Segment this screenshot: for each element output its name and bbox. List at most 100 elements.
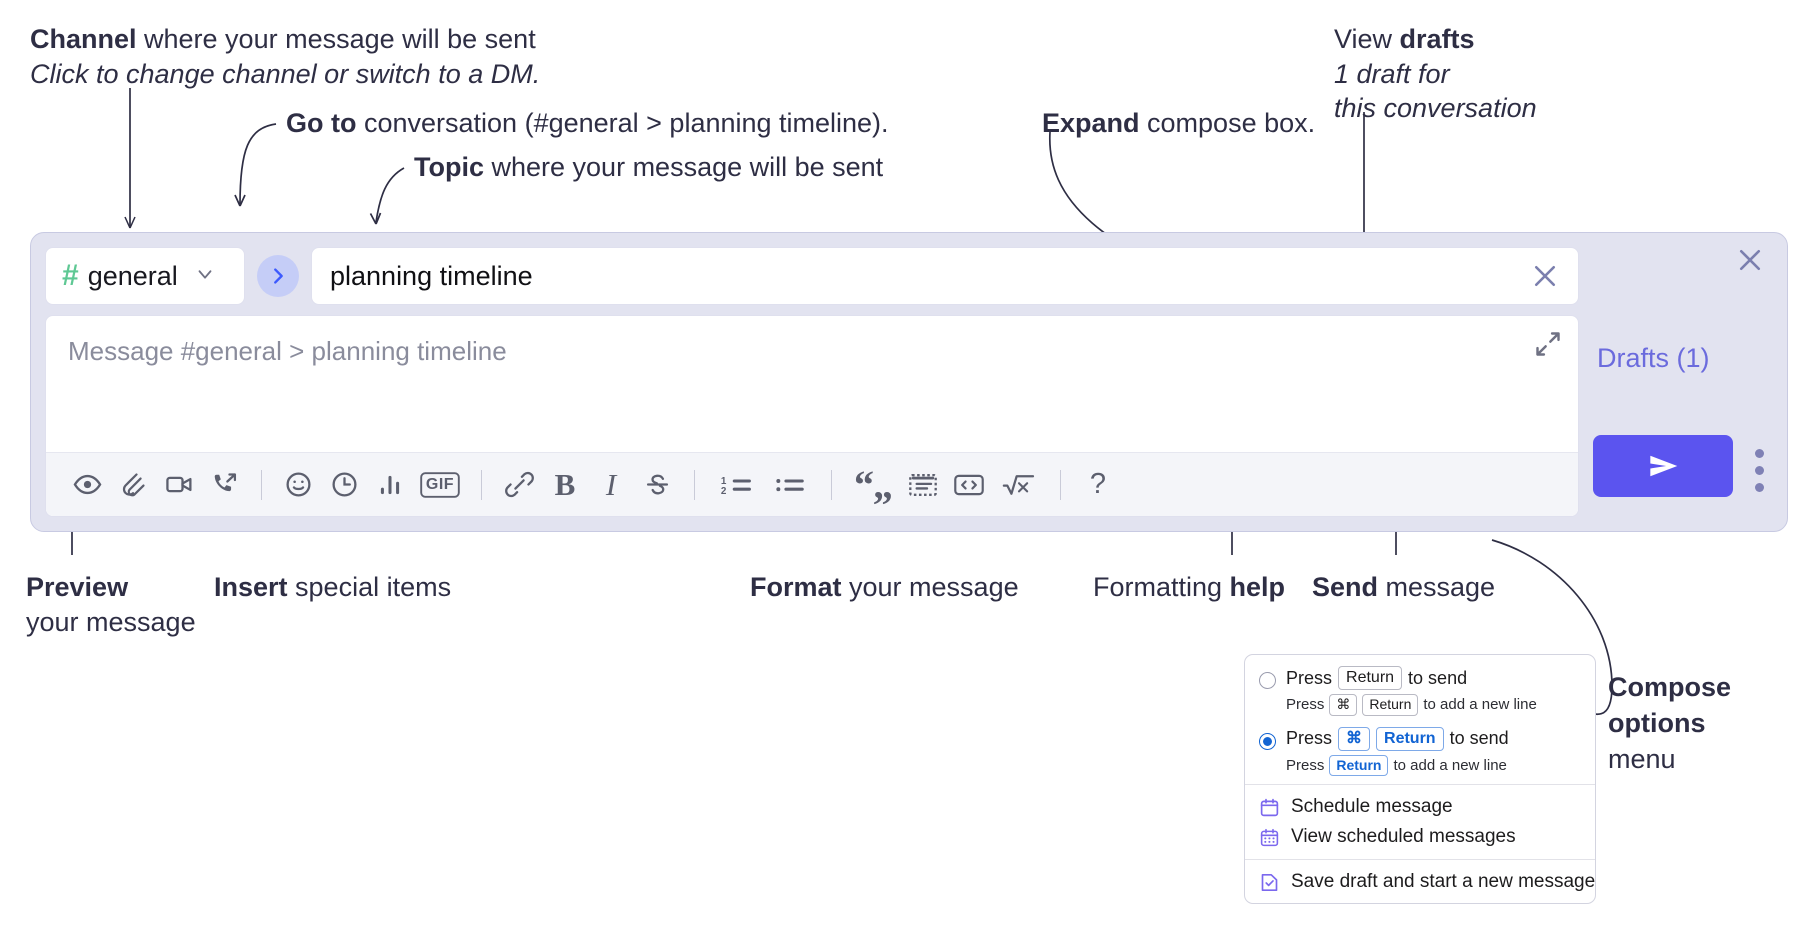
strikethrough-icon[interactable] — [634, 462, 680, 508]
annotation-format: Format your message — [750, 570, 1019, 605]
key-return: Return — [1376, 726, 1444, 751]
math-icon[interactable] — [992, 462, 1046, 508]
message-input-area[interactable]: Message #general > planning timeline — [46, 316, 1578, 452]
send-option-cmd-return[interactable]: Press ⌘ Return to send — [1245, 724, 1595, 751]
save-draft-icon — [1259, 872, 1280, 893]
compose-options-menu: Press Return to send Press ⌘ Return to a… — [1244, 654, 1596, 904]
annotation-drafts-italic1: 1 draft for — [1334, 58, 1450, 89]
annotation-channel-italic: Click to change channel or switch to a D… — [30, 58, 541, 89]
channel-label: general — [87, 260, 178, 291]
annotation-format-bold: Format — [750, 572, 842, 602]
drafts-link[interactable]: Drafts (1) — [1597, 343, 1710, 373]
ordered-list-icon[interactable]: 1 2 — [709, 462, 763, 508]
poll-icon[interactable] — [367, 462, 413, 508]
radio-button-selected[interactable] — [1259, 732, 1276, 750]
chevron-down-icon — [194, 263, 216, 290]
menu-divider — [1245, 784, 1595, 785]
annotation-help-bold: help — [1229, 572, 1286, 602]
option1-sub-press: Press — [1286, 696, 1325, 714]
annotation-channel: Channel where your message will be sent … — [30, 22, 540, 91]
option1-sub-tail: to add a new line — [1423, 696, 1537, 714]
annotation-compose-options-bold2: options — [1608, 707, 1706, 738]
blockquote-icon[interactable]: “„ — [854, 461, 893, 507]
more-vertical-icon — [1755, 466, 1764, 475]
channel-selector-button[interactable]: # general — [45, 247, 245, 305]
more-vertical-icon — [1755, 483, 1764, 492]
message-input-container: Message #general > planning timeline — [45, 315, 1579, 517]
paper-plane-icon — [1650, 455, 1678, 477]
topic-input[interactable]: planning timeline — [330, 260, 533, 291]
clock-icon[interactable] — [321, 462, 367, 508]
menu-item-save-draft[interactable]: Save draft and start a new message — [1245, 867, 1595, 897]
annotation-goto-bold: Go to — [286, 108, 357, 138]
key-return: Return — [1338, 666, 1403, 690]
send-option-return[interactable]: Press Return to send — [1245, 663, 1595, 690]
bold-icon[interactable]: B — [542, 462, 588, 508]
compose-right-column: Drafts (1) — [1579, 233, 1787, 531]
option2-tail: to send — [1449, 728, 1509, 748]
expand-icon[interactable] — [1534, 330, 1562, 358]
toolbar-divider — [481, 469, 482, 500]
annotation-send-bold: Send — [1312, 572, 1379, 602]
close-icon[interactable] — [1530, 261, 1560, 291]
annotation-preview-rest: your message — [26, 606, 196, 637]
option2-sub-tail: to add a new line — [1393, 756, 1507, 774]
radio-button[interactable] — [1259, 672, 1276, 689]
annotation-channel-bold: Channel — [30, 24, 137, 54]
gif-icon[interactable]: GIF — [413, 462, 467, 508]
close-icon[interactable] — [1735, 245, 1765, 275]
gif-label: GIF — [425, 475, 455, 493]
link-icon[interactable] — [496, 462, 542, 508]
help-glyph: ? — [1089, 468, 1107, 500]
code-snippet-icon[interactable] — [946, 462, 992, 508]
annotation-drafts: View drafts 1 draft for this conversatio… — [1334, 22, 1537, 126]
send-option-return-sub: Press ⌘ Return to add a new line — [1286, 694, 1595, 716]
annotation-send: Send message — [1312, 570, 1495, 605]
annotation-preview: Preview your message — [26, 570, 196, 639]
annotation-goto-rest: conversation (#general > planning timeli… — [356, 108, 889, 138]
send-button[interactable] — [1593, 435, 1733, 497]
annotation-drafts-bold: drafts — [1399, 24, 1475, 54]
formatting-toolbar: GIF B I — [46, 452, 1578, 516]
compose-header-row: # general planning timeline — [45, 247, 1579, 305]
annotation-help-plain: Formatting — [1093, 572, 1230, 602]
send-option-cmd-return-sub: Press Return to add a new line — [1286, 754, 1595, 776]
key-return: Return — [1329, 754, 1389, 776]
menu-item-label: Schedule message — [1291, 796, 1453, 817]
calendar-icon — [1259, 797, 1280, 818]
attachment-icon[interactable] — [110, 462, 156, 508]
preview-icon[interactable] — [64, 462, 110, 508]
message-placeholder: Message #general > planning timeline — [68, 336, 507, 366]
annotation-topic-bold: Topic — [414, 152, 484, 182]
compose-options-button[interactable] — [1755, 449, 1764, 500]
menu-item-schedule-message[interactable]: Schedule message — [1245, 792, 1595, 822]
emoji-icon[interactable] — [275, 462, 321, 508]
svg-text:1: 1 — [721, 475, 727, 486]
annotation-expand-rest: compose box. — [1139, 108, 1316, 138]
annotation-insert-rest: special items — [287, 572, 452, 602]
hash-icon: # — [62, 259, 79, 292]
bold-glyph: B — [554, 466, 576, 502]
italic-glyph: I — [605, 466, 617, 502]
code-block-icon[interactable] — [900, 462, 946, 508]
annotation-goto: Go to conversation (#general > planning … — [286, 106, 889, 141]
video-clip-icon[interactable] — [156, 462, 202, 508]
audio-clip-icon[interactable] — [202, 462, 248, 508]
annotation-expand: Expand compose box. — [1042, 106, 1315, 141]
key-command: ⌘ — [1338, 726, 1371, 751]
goto-conversation-button[interactable] — [257, 255, 299, 297]
italic-icon[interactable]: I — [588, 462, 634, 508]
annotation-preview-bold: Preview — [26, 572, 129, 602]
annotation-send-rest: message — [1378, 572, 1496, 602]
option2-press: Press — [1286, 728, 1333, 748]
annotation-compose-options: Compose options menu — [1608, 670, 1731, 778]
topic-field[interactable]: planning timeline — [311, 247, 1579, 305]
bulleted-list-icon[interactable] — [763, 462, 817, 508]
annotation-channel-rest: where your message will be sent — [136, 24, 536, 54]
menu-item-label: Save draft and start a new message — [1291, 871, 1596, 892]
annotation-drafts-plain: View — [1334, 24, 1400, 54]
formatting-help-icon[interactable]: ? — [1075, 462, 1121, 508]
message-compose-box: # general planning timeline Message #gen… — [30, 232, 1788, 532]
option2-sub-press: Press — [1286, 756, 1325, 774]
menu-item-view-scheduled-messages[interactable]: View scheduled messages — [1245, 822, 1595, 852]
